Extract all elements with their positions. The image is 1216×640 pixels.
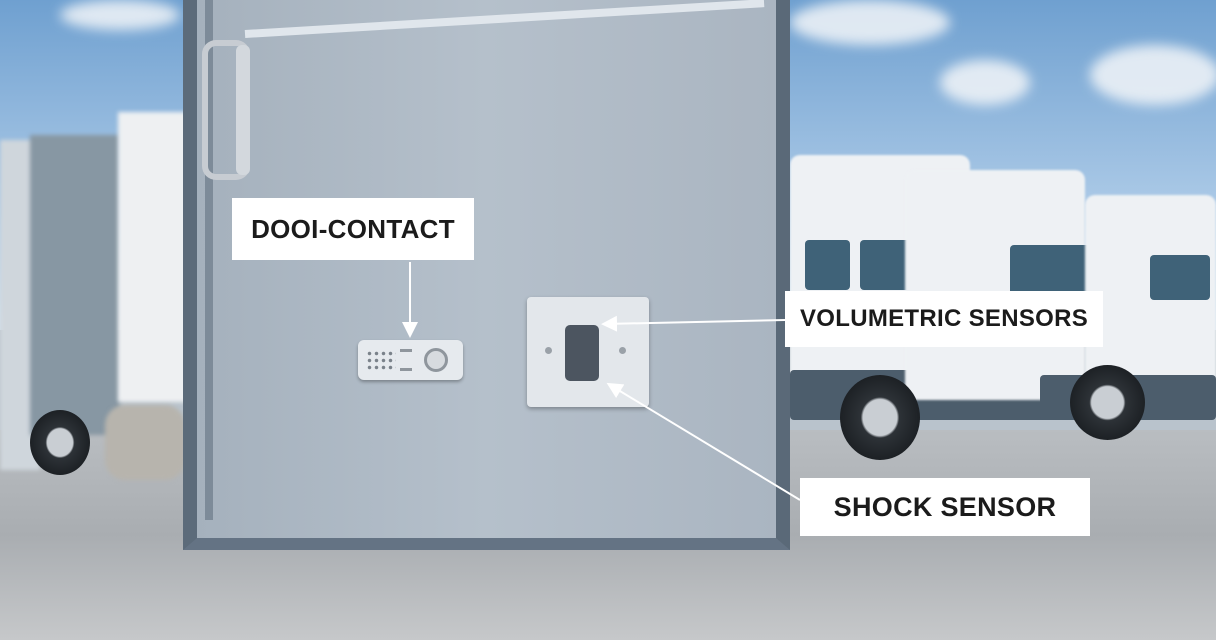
screw-icon [619, 347, 626, 354]
cloud [1090, 45, 1216, 105]
door-rail [205, 0, 213, 520]
left-truck [30, 135, 120, 435]
trailer-door [183, 0, 790, 550]
shock-sensor-label: SHOCK SENSOR [800, 478, 1090, 536]
fuel-tank [105, 405, 185, 480]
windshield [1150, 255, 1210, 300]
door-contact-label: DOOI-CONTACT [232, 198, 474, 260]
cloud [790, 0, 950, 45]
lock-knob-icon [424, 348, 448, 372]
windshield [1010, 245, 1095, 295]
wheel [840, 375, 920, 460]
sensor-block [565, 325, 599, 381]
cloud [60, 0, 180, 30]
sensor-device [527, 297, 649, 407]
door-handle-bar [236, 45, 250, 175]
slot-icon [400, 349, 412, 371]
keypad-icon [366, 350, 396, 370]
left-trailer [118, 112, 188, 402]
volumetric-sensors-label: VOLUMETRIC SENSORS [785, 291, 1103, 347]
wheel [30, 410, 90, 475]
window [805, 240, 850, 290]
shock-pointer [606, 382, 801, 501]
wheel [1070, 365, 1145, 440]
cloud [940, 60, 1030, 105]
volumetric-pointer [601, 315, 786, 332]
screw-icon [545, 347, 552, 354]
door-contact-device [358, 340, 463, 380]
door-handle[interactable] [202, 40, 250, 180]
